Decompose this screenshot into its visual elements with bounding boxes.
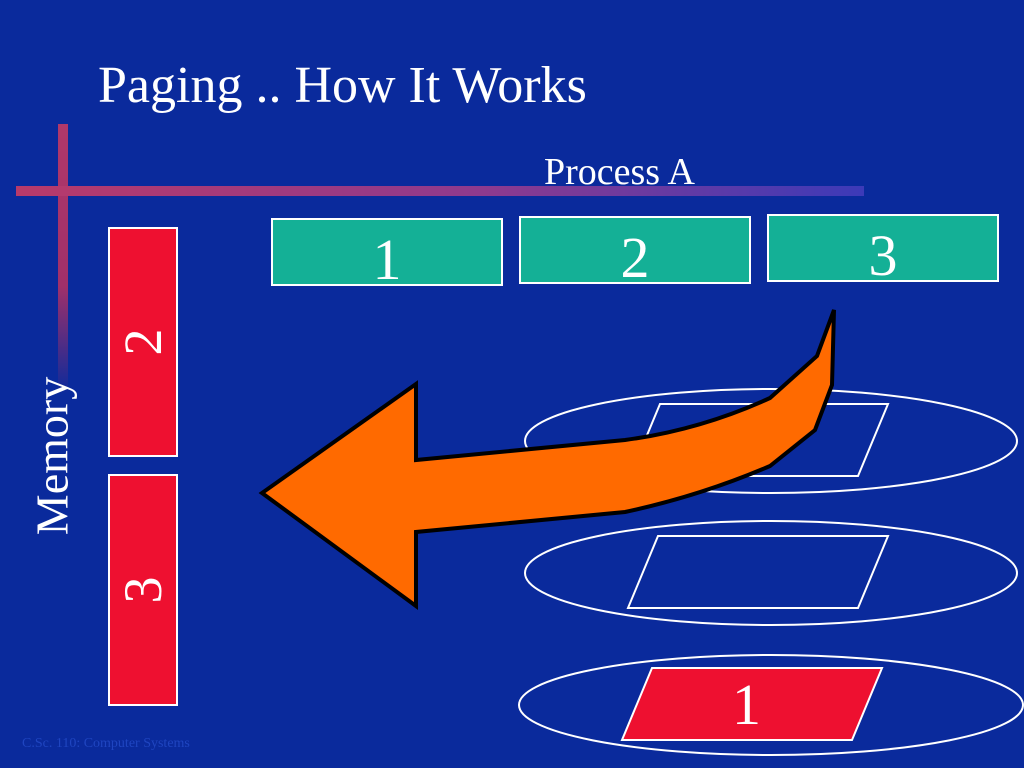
process-page-1: 1 <box>271 218 503 292</box>
disk-ellipse-middle <box>524 520 1018 626</box>
memory-frame-top: 2 <box>108 227 178 457</box>
disk-page-bottom-label: 1 <box>732 672 761 737</box>
disk-page-bottom <box>620 667 884 741</box>
disk-page-middle <box>626 535 890 609</box>
process-page-3-label: 3 <box>868 223 898 288</box>
swap-in-arrow <box>258 309 836 610</box>
disk-ellipse-top <box>524 388 1018 494</box>
slide-title: Paging .. How It Works <box>98 57 587 114</box>
process-page-2-label: 2 <box>620 225 650 290</box>
memory-frame-bottom: 3 <box>108 474 178 706</box>
process-page-3: 3 <box>767 214 999 288</box>
process-label: Process A <box>544 151 695 193</box>
process-page-1-label: 1 <box>372 227 402 292</box>
process-page-2: 2 <box>519 216 751 290</box>
accent-vertical-bar <box>58 124 68 394</box>
accent-horizontal-bar <box>16 186 864 196</box>
slide-footer: C.Sc. 110: Computer Systems <box>22 736 190 751</box>
disk-ellipse-bottom <box>518 654 1024 756</box>
